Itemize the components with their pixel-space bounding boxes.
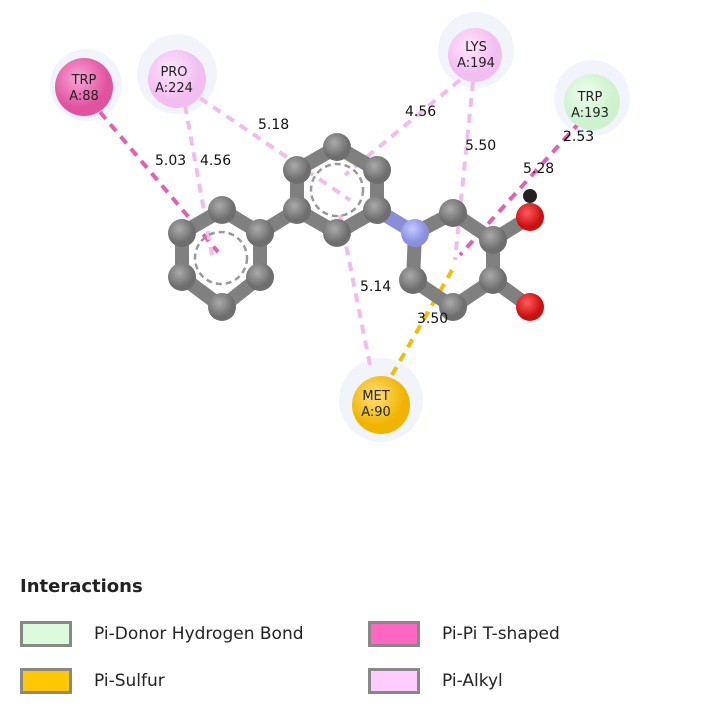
legend-item-pi-alkyl: Pi-Alkyl — [368, 668, 503, 694]
aromatic-rings — [193, 162, 365, 286]
legend-item-pi-sulfur: Pi-Sulfur — [20, 668, 165, 694]
line-trp88 — [98, 110, 220, 254]
legend-label: Pi-Sulfur — [94, 671, 165, 691]
oxygen-atom — [516, 203, 544, 231]
svg-text:A:90: A:90 — [361, 405, 391, 420]
distance-label: 5.50 — [465, 138, 496, 154]
svg-text:PRO: PRO — [160, 65, 187, 80]
nitrogen-atom — [401, 219, 429, 247]
hydrogen-atom — [523, 189, 537, 203]
legend-swatch — [20, 621, 72, 647]
residue-met90[interactable]: MET A:90 — [352, 376, 410, 434]
line-met90-b — [390, 264, 457, 376]
distance-label: 4.56 — [200, 153, 231, 169]
legend-item-pi-donor: Pi-Donor Hydrogen Bond — [20, 621, 304, 647]
distance-label: 2.53 — [563, 129, 594, 145]
legend-label: Pi-Alkyl — [442, 671, 503, 691]
residue-trp193[interactable]: TRP A:193 — [564, 74, 620, 130]
distance-label: 5.28 — [523, 161, 554, 177]
legend-swatch — [20, 668, 72, 694]
svg-text:A:88: A:88 — [69, 89, 99, 104]
diagram-canvas: TRP A:88 PRO A:224 LYS A:194 TRP A:193 M… — [50, 12, 630, 442]
legend-swatch — [368, 621, 420, 647]
distance-label: 5.18 — [258, 117, 289, 133]
distance-label: 4.56 — [405, 104, 436, 120]
legend-label: Pi-Donor Hydrogen Bond — [94, 624, 304, 644]
distance-label: 5.14 — [360, 279, 391, 295]
distance-label: 5.03 — [155, 153, 186, 169]
legend-label: Pi-Pi T-shaped — [442, 624, 560, 644]
line-lys194-b — [453, 81, 475, 261]
distance-label: 3.50 — [417, 311, 448, 327]
residue-trp88[interactable]: TRP A:88 — [55, 58, 113, 116]
svg-text:A:193: A:193 — [571, 106, 609, 121]
legend-swatch — [368, 668, 420, 694]
svg-text:A:224: A:224 — [155, 81, 193, 96]
legend: Interactions Pi-Donor Hydrogen Bond Pi-P… — [20, 576, 620, 694]
svg-text:TRP: TRP — [71, 73, 97, 88]
carbon-atoms — [168, 133, 507, 321]
line-lys194-a — [343, 78, 462, 177]
svg-text:TRP: TRP — [577, 90, 603, 105]
svg-text:LYS: LYS — [465, 40, 487, 55]
distance-labels: 5.03 4.56 5.18 4.56 5.50 2.53 5.28 5.14 … — [155, 104, 594, 327]
svg-text:A:194: A:194 — [457, 56, 495, 71]
residue-lys194[interactable]: LYS A:194 — [448, 28, 502, 82]
svg-text:MET: MET — [362, 389, 389, 404]
legend-item-pi-pi-t-shaped: Pi-Pi T-shaped — [368, 621, 560, 647]
residue-pro224[interactable]: PRO A:224 — [148, 50, 206, 108]
legend-title: Interactions — [20, 576, 143, 597]
oxygen-atom — [516, 293, 544, 321]
line-pro224-b — [198, 96, 352, 202]
